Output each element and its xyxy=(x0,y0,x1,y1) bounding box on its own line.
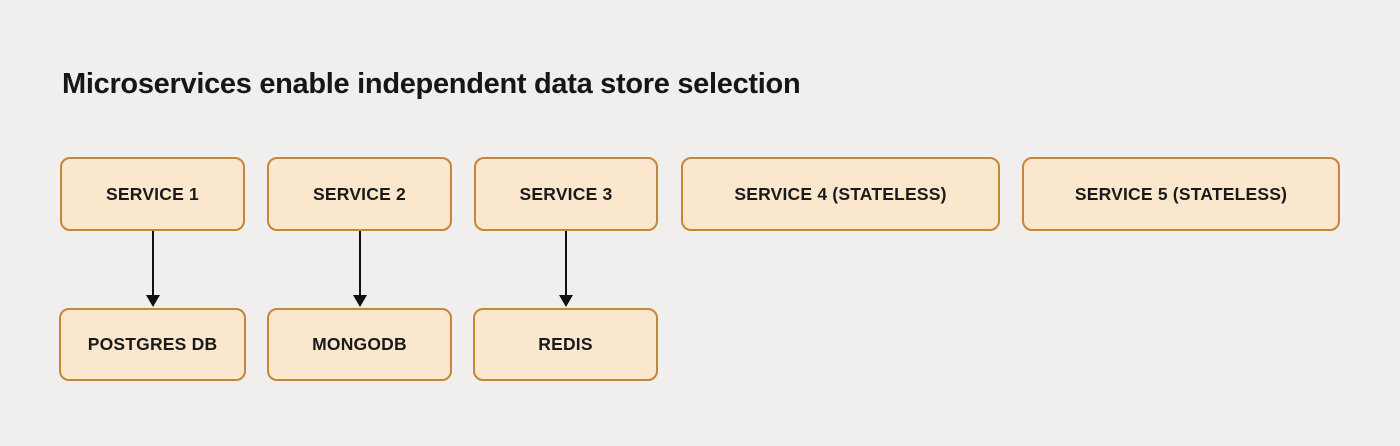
diagram-title: Microservices enable independent data st… xyxy=(62,68,801,100)
redis-node: REDIS xyxy=(473,308,658,381)
service-5-stateless-node: SERVICE 5 (STATELESS) xyxy=(1022,157,1340,231)
service-1-node: SERVICE 1 xyxy=(60,157,245,231)
mongodb-node: MONGODB xyxy=(267,308,452,381)
arrow-service2-to-mongodb xyxy=(353,231,367,307)
service-3-node: SERVICE 3 xyxy=(474,157,658,231)
arrow-service1-to-postgres xyxy=(146,231,160,307)
service-4-stateless-node: SERVICE 4 (STATELESS) xyxy=(681,157,1000,231)
arrow-service3-to-redis xyxy=(559,231,573,307)
service-2-node: SERVICE 2 xyxy=(267,157,452,231)
postgres-db-node: POSTGRES DB xyxy=(59,308,246,381)
